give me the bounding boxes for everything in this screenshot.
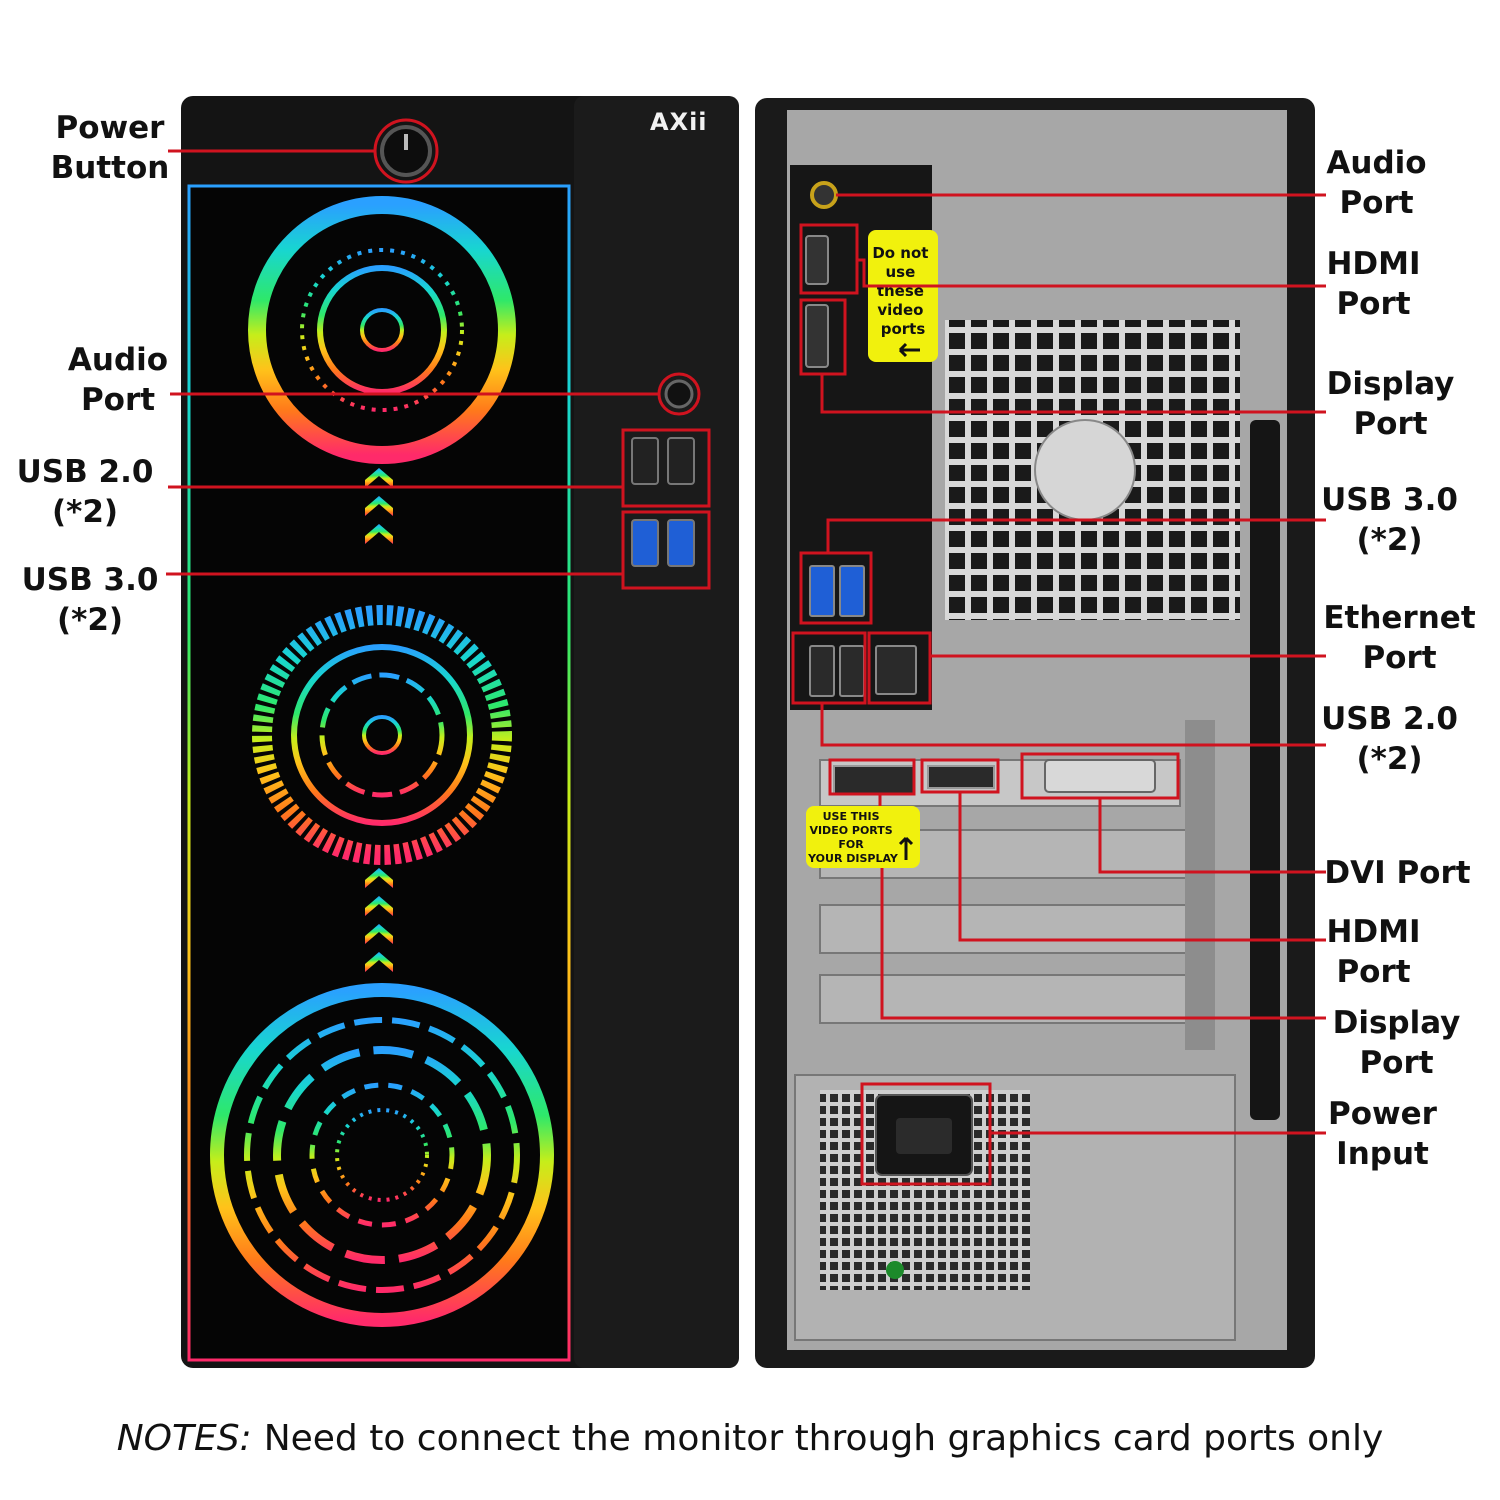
dvi-port-icon bbox=[1044, 759, 1156, 793]
rear-hdmi-port-icon bbox=[805, 235, 829, 285]
rear-case bbox=[755, 98, 1315, 1368]
label-front-usb-3: USB 3.0 (*2) bbox=[21, 562, 159, 638]
label-power-button: Power Button bbox=[50, 110, 170, 186]
notes-text: Need to connect the monitor through grap… bbox=[263, 1418, 1384, 1459]
sticker-bottom-line: YOUR DISPLAY bbox=[807, 852, 899, 865]
power-button-icon bbox=[380, 125, 432, 177]
arrow-left-icon bbox=[898, 342, 920, 358]
rear-displayport-icon bbox=[805, 304, 829, 368]
gpu-displayport-icon bbox=[833, 765, 915, 795]
rgb-panel bbox=[187, 184, 571, 1362]
front-case: AXii bbox=[181, 96, 739, 1368]
label-power-input: Power Input bbox=[1328, 1096, 1437, 1172]
notes-prefix: NOTES: bbox=[116, 1418, 252, 1459]
label-gpu-hdmi-port: HDMI Port bbox=[1326, 914, 1421, 990]
label-front-usb-2: USB 2.0 (*2) bbox=[16, 454, 154, 530]
sticker-bottom-line: FOR bbox=[838, 838, 864, 851]
sticker-bottom-line: VIDEO PORTS bbox=[809, 824, 892, 837]
label-rear-usb-2: USB 2.0 (*2) bbox=[1321, 701, 1458, 777]
rear-audio-jack-icon bbox=[810, 181, 838, 209]
brand-logo: AXii bbox=[650, 108, 708, 136]
label-rear-usb-3: USB 3.0 (*2) bbox=[1321, 482, 1458, 558]
front-usb30-ports bbox=[631, 519, 695, 567]
ethernet-port-icon bbox=[875, 645, 917, 695]
sticker-top-line: ports bbox=[881, 320, 926, 338]
arrow-up-icon bbox=[898, 836, 914, 860]
label-rear-audio-port: Audio Port bbox=[1326, 145, 1427, 221]
sticker-top: Do not use these video ports bbox=[868, 230, 938, 362]
sticker-bottom: USE THIS VIDEO PORTS FOR YOUR DISPLAY bbox=[806, 806, 920, 868]
sticker-top-line: video bbox=[877, 301, 923, 319]
callouts bbox=[166, 118, 1326, 1186]
label-rear-display-port: Display Port bbox=[1326, 366, 1455, 442]
sticker-bottom-line: USE THIS bbox=[823, 810, 880, 823]
label-ethernet-port: Ethernet Port bbox=[1323, 600, 1476, 676]
sticker-top-line: Do not bbox=[872, 244, 928, 262]
notes: NOTES: Need to connect the monitor throug… bbox=[0, 1418, 1500, 1459]
front-audio-jack-icon bbox=[664, 379, 694, 409]
svg-text:Do not use these: Do not use these video ports bbox=[872, 244, 933, 338]
label-rear-hdmi-port: HDMI Port bbox=[1326, 246, 1421, 322]
label-dvi-port: DVI Port bbox=[1324, 855, 1471, 891]
sticker-top-line: use bbox=[885, 263, 915, 281]
label-front-audio-port: Audio Port bbox=[67, 342, 169, 418]
svg-text:USE THIS VIDEO PORTS: USE THIS VIDEO PORTS FOR YOUR DISPLAY bbox=[807, 810, 899, 865]
front-usb20-ports bbox=[631, 437, 695, 485]
gpu-hdmi-port-icon bbox=[927, 765, 995, 789]
label-gpu-display-port: Display Port bbox=[1332, 1005, 1461, 1081]
